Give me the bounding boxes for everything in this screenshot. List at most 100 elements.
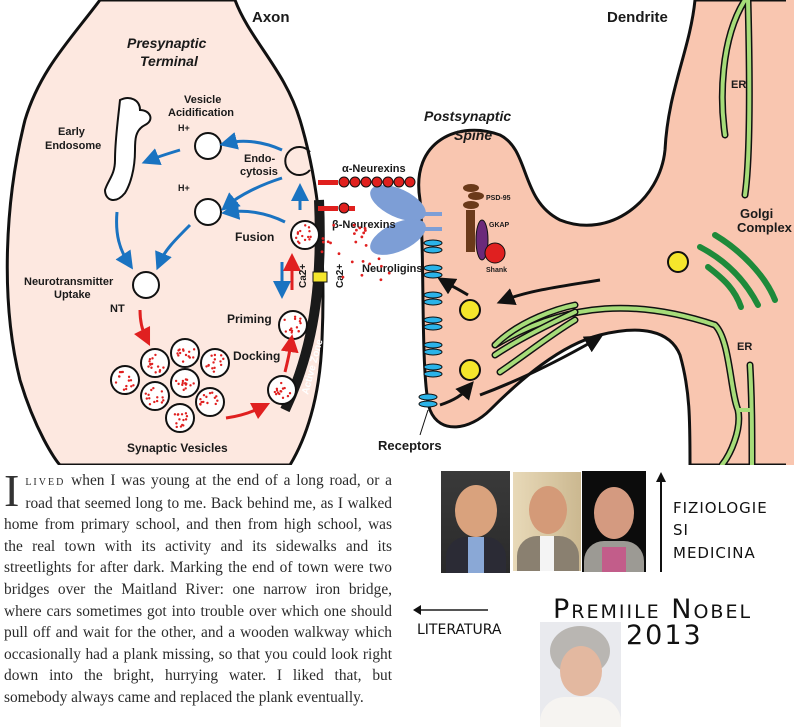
- neurotransmitter-dot: [144, 392, 147, 395]
- endocytosis-label-1: Endo-: [244, 153, 275, 165]
- neurotransmitter-dot: [309, 235, 312, 239]
- neurotransmitter-dot: [176, 413, 180, 416]
- neurotransmitter-dot: [148, 360, 151, 363]
- neurotransmitter-dot: [377, 257, 381, 261]
- nt-uptake-label-2: Uptake: [54, 289, 91, 301]
- neurotransmitter-dot: [154, 353, 157, 357]
- neurotransmitter-dot: [182, 418, 185, 422]
- alpha-neurexins-label: α-Neurexins: [342, 163, 406, 175]
- neurotransmitter-dot: [121, 370, 124, 374]
- synapse-diagram: Active Zone ER Golgi Complex ER: [5, 0, 794, 465]
- neurotransmitter-dot: [175, 422, 178, 425]
- medicine-arrow: [660, 474, 662, 572]
- neurotransmitter-dot: [295, 326, 299, 329]
- early-endosome-label-1: Early: [58, 126, 86, 138]
- medicine-label-1: FIZIOLOGIE: [673, 499, 768, 517]
- neurotransmitter-dot: [202, 400, 205, 404]
- neurotransmitter-dot: [222, 357, 225, 361]
- neurotransmitter-dot: [361, 259, 365, 263]
- neurotransmitter-dot: [293, 315, 297, 319]
- neurotransmitter-dot: [130, 385, 133, 388]
- docking-label: Docking: [233, 349, 280, 363]
- neurotransmitter-dot: [184, 353, 188, 357]
- neurotransmitter-dot: [148, 357, 152, 361]
- neurotransmitter-dot: [219, 360, 222, 363]
- literature-arrow-head: [413, 605, 421, 615]
- receptors: [418, 239, 443, 408]
- neurotransmitter-dot: [352, 223, 356, 227]
- neurotransmitter-dot: [150, 366, 153, 369]
- neurotransmitter-dot: [283, 318, 286, 322]
- neurotransmitter-dot: [179, 425, 183, 428]
- neurotransmitter-dot: [182, 424, 185, 427]
- neurotransmitter-dot: [352, 232, 356, 236]
- neurotransmitter-dot: [326, 240, 330, 244]
- neurotransmitter-dot: [214, 402, 217, 406]
- neurotransmitter-dot: [205, 365, 208, 368]
- neurotransmitter-dot: [299, 321, 302, 325]
- early-endosome: [103, 97, 152, 201]
- neurotransmitter-dot: [362, 231, 366, 235]
- trafficking-arrow-2: [437, 277, 469, 297]
- neurotransmitter-dot: [329, 241, 332, 245]
- neurotransmitter-dot: [127, 375, 131, 379]
- neurotransmitter-dot: [354, 240, 358, 244]
- neurotransmitter-dot: [154, 371, 157, 374]
- neurotransmitter-dot: [284, 330, 288, 333]
- neurotransmitter-dot: [212, 370, 216, 373]
- beta-neurexins: [318, 202, 355, 214]
- neurotransmitter-dot: [210, 354, 213, 357]
- neuroligins-label: Neuroligins: [362, 263, 423, 275]
- neurotransmitter-dot: [181, 360, 185, 363]
- neurotransmitter-dot: [173, 413, 177, 416]
- neurotransmitter-dot: [181, 379, 185, 383]
- neurotransmitter-dot: [129, 379, 133, 382]
- neurotransmitter-dot: [286, 394, 290, 398]
- shank-label: Shank: [486, 267, 507, 274]
- neurotransmitter-dot: [180, 413, 184, 416]
- neurotransmitter-dot: [155, 399, 159, 403]
- neurotransmitter-dot: [189, 384, 192, 387]
- neurotransmitter-dot: [177, 349, 180, 352]
- neurotransmitter-dot: [307, 226, 311, 229]
- neurotransmitter-dot: [288, 391, 292, 395]
- neurotransmitter-dot: [148, 403, 152, 406]
- neurotransmitter-dot: [145, 397, 149, 400]
- neurotransmitter-dot: [296, 232, 300, 235]
- alpha-neurexins: [318, 176, 416, 188]
- to-docking-arrow: [225, 402, 271, 420]
- neurotransmitter-dot: [279, 389, 282, 393]
- neurotransmitter-dot: [152, 386, 155, 390]
- neurotransmitter-dot: [118, 370, 122, 374]
- fusion-label: Fusion: [235, 230, 274, 244]
- neurotransmitter-dot: [174, 379, 178, 383]
- passage-text: when I was young at the end of a long ro…: [4, 472, 392, 706]
- ca-label-2: Ca2+: [335, 264, 346, 288]
- neurotransmitter-dot: [206, 401, 209, 405]
- er-label-top: ER: [731, 79, 746, 91]
- synaptic-vesicles-label: Synaptic Vesicles: [127, 441, 228, 455]
- neurotransmitter-dot: [150, 362, 154, 366]
- neurotransmitter-dot: [211, 367, 214, 370]
- literature-label: LITERATURA: [417, 622, 502, 638]
- nt-uptake-label-1: Neurotransmitter: [24, 276, 114, 288]
- neurotransmitter-dot: [182, 388, 185, 392]
- neurotransmitter-dot: [188, 356, 192, 359]
- neurotransmitter-dot: [178, 351, 182, 355]
- laureate-photo-4: [540, 622, 621, 727]
- medicine-arrow-head: [656, 472, 666, 482]
- nobel-title: Premiile Nobel: [553, 594, 753, 625]
- neurotransmitter-dot: [156, 365, 160, 368]
- neurotransmitter-dot: [307, 235, 310, 239]
- neurotransmitter-dot: [301, 234, 304, 238]
- neurotransmitter-dot: [364, 243, 368, 247]
- receptors-label: Receptors: [378, 438, 442, 453]
- neurotransmitter-dot: [297, 330, 300, 333]
- neurotransmitter-dot: [379, 278, 383, 282]
- neurotransmitter-dot: [308, 238, 311, 241]
- fusion-arrow: [221, 201, 286, 224]
- beta-neurexins-label: β-Neurexins: [332, 219, 396, 231]
- neurotransmitter-dot: [147, 365, 150, 368]
- nt-label: NT: [110, 303, 125, 315]
- neurotransmitter-dot: [360, 235, 364, 239]
